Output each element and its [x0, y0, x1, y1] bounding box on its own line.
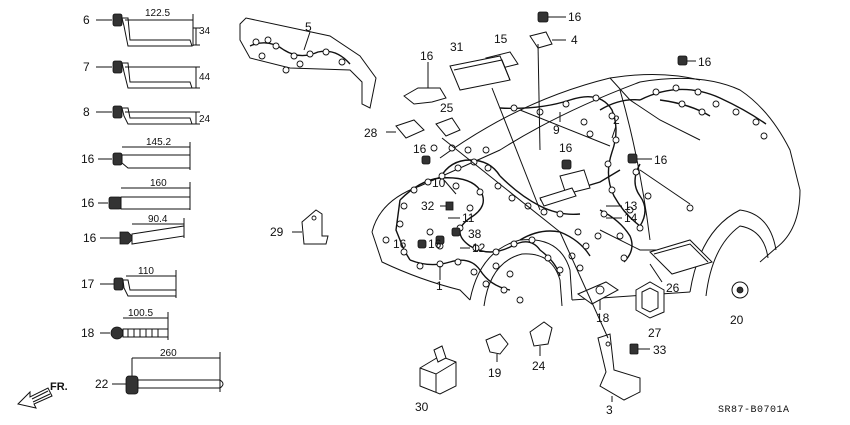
callout-25: 19: [488, 366, 502, 380]
callout-13: 13: [624, 199, 638, 213]
part-30-pad: [649, 239, 713, 275]
callout-20: 16: [83, 231, 97, 245]
part-37-bolt: [629, 343, 650, 355]
callout-5: 5: [305, 20, 312, 34]
part-24-tie-clip: [100, 312, 169, 340]
part-23-control-unit: [576, 281, 619, 305]
part-36-bolt: [440, 201, 454, 211]
dimension-24-length: 100.5: [128, 308, 153, 319]
part-20-clip-band: [100, 218, 185, 245]
callout-31: 27: [648, 326, 662, 340]
dimension-8-height: 24: [199, 114, 211, 125]
callout-30: 26: [666, 281, 680, 295]
dimension-27-length: 260: [160, 348, 177, 359]
callout-21: 16: [420, 49, 434, 63]
callout-34: 30: [415, 400, 429, 414]
part-38-clip: [451, 227, 461, 237]
part-35-pad: [449, 55, 511, 91]
part-16-clip-a: [421, 155, 431, 165]
callout-24: 18: [81, 326, 95, 340]
part-6-clip-bracket: [96, 13, 200, 47]
callout-16-d: 16: [559, 141, 573, 155]
part-25-clip: [485, 333, 509, 362]
part-16-clip-e: [627, 153, 652, 164]
callout-18: 16: [81, 152, 95, 166]
part-7-clip-bracket: [96, 60, 200, 89]
callout-16-b: 16: [393, 237, 407, 251]
part-16-clip-d: [561, 159, 572, 170]
leader-lines: [441, 43, 611, 339]
part-21-connector: [403, 62, 447, 105]
callout-4: 4: [571, 33, 578, 47]
callout-2: 2: [613, 113, 620, 127]
callout-35: 31: [450, 40, 464, 54]
part-4-bracket: [529, 31, 566, 49]
dimension-19-length: 160: [150, 178, 167, 189]
front-direction-arrow: [17, 387, 53, 409]
part-32-relay: [386, 119, 425, 139]
callout-26: 20: [730, 313, 744, 327]
callout-16-f: 16: [698, 55, 712, 69]
dimension-7-height: 44: [199, 72, 211, 83]
callout-37: 33: [653, 343, 667, 357]
car-body-outline: [371, 73, 801, 307]
part-34-fuse-box: [419, 345, 457, 395]
callout-32: 28: [364, 126, 378, 140]
part-29-grommet: [435, 117, 461, 137]
part-28-clip: [529, 321, 553, 356]
part-31-holder: [635, 281, 665, 319]
part-8-clip-bracket: [96, 105, 200, 125]
callout-22: 17: [81, 277, 95, 291]
callout-23: 18: [596, 311, 610, 325]
part-33-bracket: [292, 209, 329, 245]
part-16-clip-f: [677, 55, 696, 66]
dimension-22-length: 110: [138, 266, 154, 277]
front-direction-label: FR.: [50, 381, 68, 393]
callout-38: 38: [468, 227, 482, 241]
part-19-clip-band: [98, 182, 191, 210]
callout-16-a: 16: [413, 142, 427, 156]
callout-8: 8: [83, 105, 90, 119]
engine-room-harness: [382, 144, 591, 304]
callout-9: 9: [553, 123, 560, 137]
callout-36: 32: [421, 199, 435, 213]
part-17-clip: [537, 11, 566, 23]
part-5-dashboard-harness: [239, 17, 377, 109]
callout-29: 25: [440, 101, 454, 115]
diagram-code: SR87-B0701A: [718, 405, 790, 416]
callout-16-c: 16: [428, 237, 442, 251]
engine-harness-clips: [382, 144, 590, 304]
callout-12: 12: [472, 241, 486, 255]
dimension-6-height: 34: [199, 26, 211, 37]
callout-1: 1: [436, 279, 443, 293]
part-27-tie-band: [112, 352, 224, 395]
part-26-clip: [731, 281, 749, 299]
dimension-18-length: 145.2: [146, 137, 171, 148]
part-16-clip-c: [435, 235, 445, 245]
part-18-clip-band: [98, 142, 191, 170]
callout-33: 29: [270, 225, 284, 239]
callout-7: 7: [83, 60, 90, 74]
callout-6: 6: [83, 13, 90, 27]
callout-27: 22: [95, 377, 109, 391]
callout-15: 15: [494, 32, 508, 46]
callout-11: 11: [462, 211, 475, 225]
floor-and-roof-harness: [499, 84, 768, 263]
callout-28: 24: [532, 359, 546, 373]
callout-16-e: 16: [654, 153, 668, 167]
callout-19: 16: [81, 196, 95, 210]
callout-17: 16: [568, 10, 582, 24]
part-3-bracket: [597, 333, 641, 402]
callout-3: 3: [606, 403, 613, 417]
floor-connector-block: [539, 169, 591, 207]
dimension-20-length: 90.4: [148, 214, 168, 225]
callout-10: 10: [432, 176, 446, 190]
dimension-6-width: 122.5: [145, 8, 170, 19]
callout-14: 14: [624, 211, 638, 225]
part-16-clip-b: [417, 239, 427, 249]
part-22-clip-band: [100, 270, 177, 298]
